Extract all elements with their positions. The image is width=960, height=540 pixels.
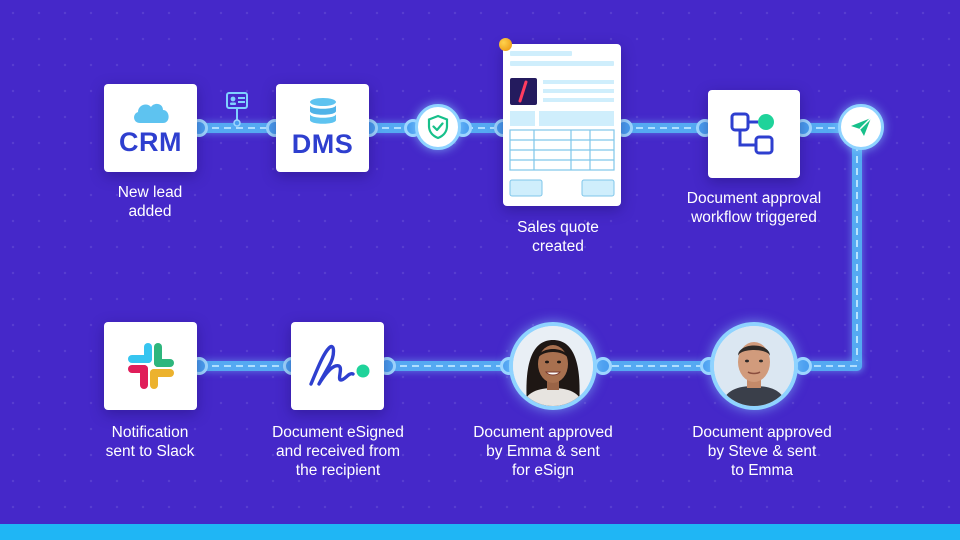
pipe-bottom-2	[384, 361, 514, 371]
caption-esigned: Document eSigned and received from the r…	[272, 424, 404, 479]
contact-card-icon	[226, 92, 248, 128]
caption-approved-steve: Document approved by Steve & sent to Emm…	[692, 424, 832, 479]
send-badge	[838, 104, 884, 150]
sales-quote-document-icon	[509, 51, 615, 197]
workflow-icon	[730, 112, 774, 155]
pipe-bottom-1	[596, 361, 710, 371]
database-icon	[309, 97, 336, 124]
bottom-accent-bar	[0, 524, 960, 540]
cloud-icon	[133, 103, 169, 123]
send-icon	[851, 117, 872, 136]
caption-approval-workflow: Document approval workflow triggered	[686, 190, 822, 226]
shield-check-icon	[427, 114, 449, 140]
signature-icon	[308, 344, 369, 386]
workflow-tile	[708, 90, 800, 178]
pipe-right-vertical	[852, 128, 862, 370]
sales-quote-document	[503, 44, 621, 206]
pipe-top-3	[620, 123, 710, 133]
slack-tile	[104, 322, 197, 410]
pipe-top-4	[800, 123, 860, 133]
crm-tile: CRM	[104, 84, 197, 172]
slack-logo	[127, 343, 174, 389]
caption-sales-quote: Sales quote created	[517, 219, 599, 255]
caption-approved-emma: Document approved by Emma & sent for eSi…	[473, 424, 613, 479]
pipe-bottom-right	[798, 361, 862, 371]
dms-tile: DMS	[276, 84, 369, 172]
pipe-top-1	[196, 123, 280, 133]
security-check-badge	[415, 104, 461, 150]
esign-tile	[291, 322, 384, 410]
pipe-bottom-3	[196, 361, 292, 371]
steve-avatar	[710, 322, 798, 410]
caption-slack-notification: Notification sent to Slack	[105, 424, 195, 460]
caption-new-lead: New lead added	[117, 184, 183, 220]
dms-label: DMS	[291, 128, 354, 159]
pin-icon	[499, 38, 512, 51]
crm-label: CRM	[119, 126, 182, 157]
emma-avatar	[509, 322, 597, 410]
